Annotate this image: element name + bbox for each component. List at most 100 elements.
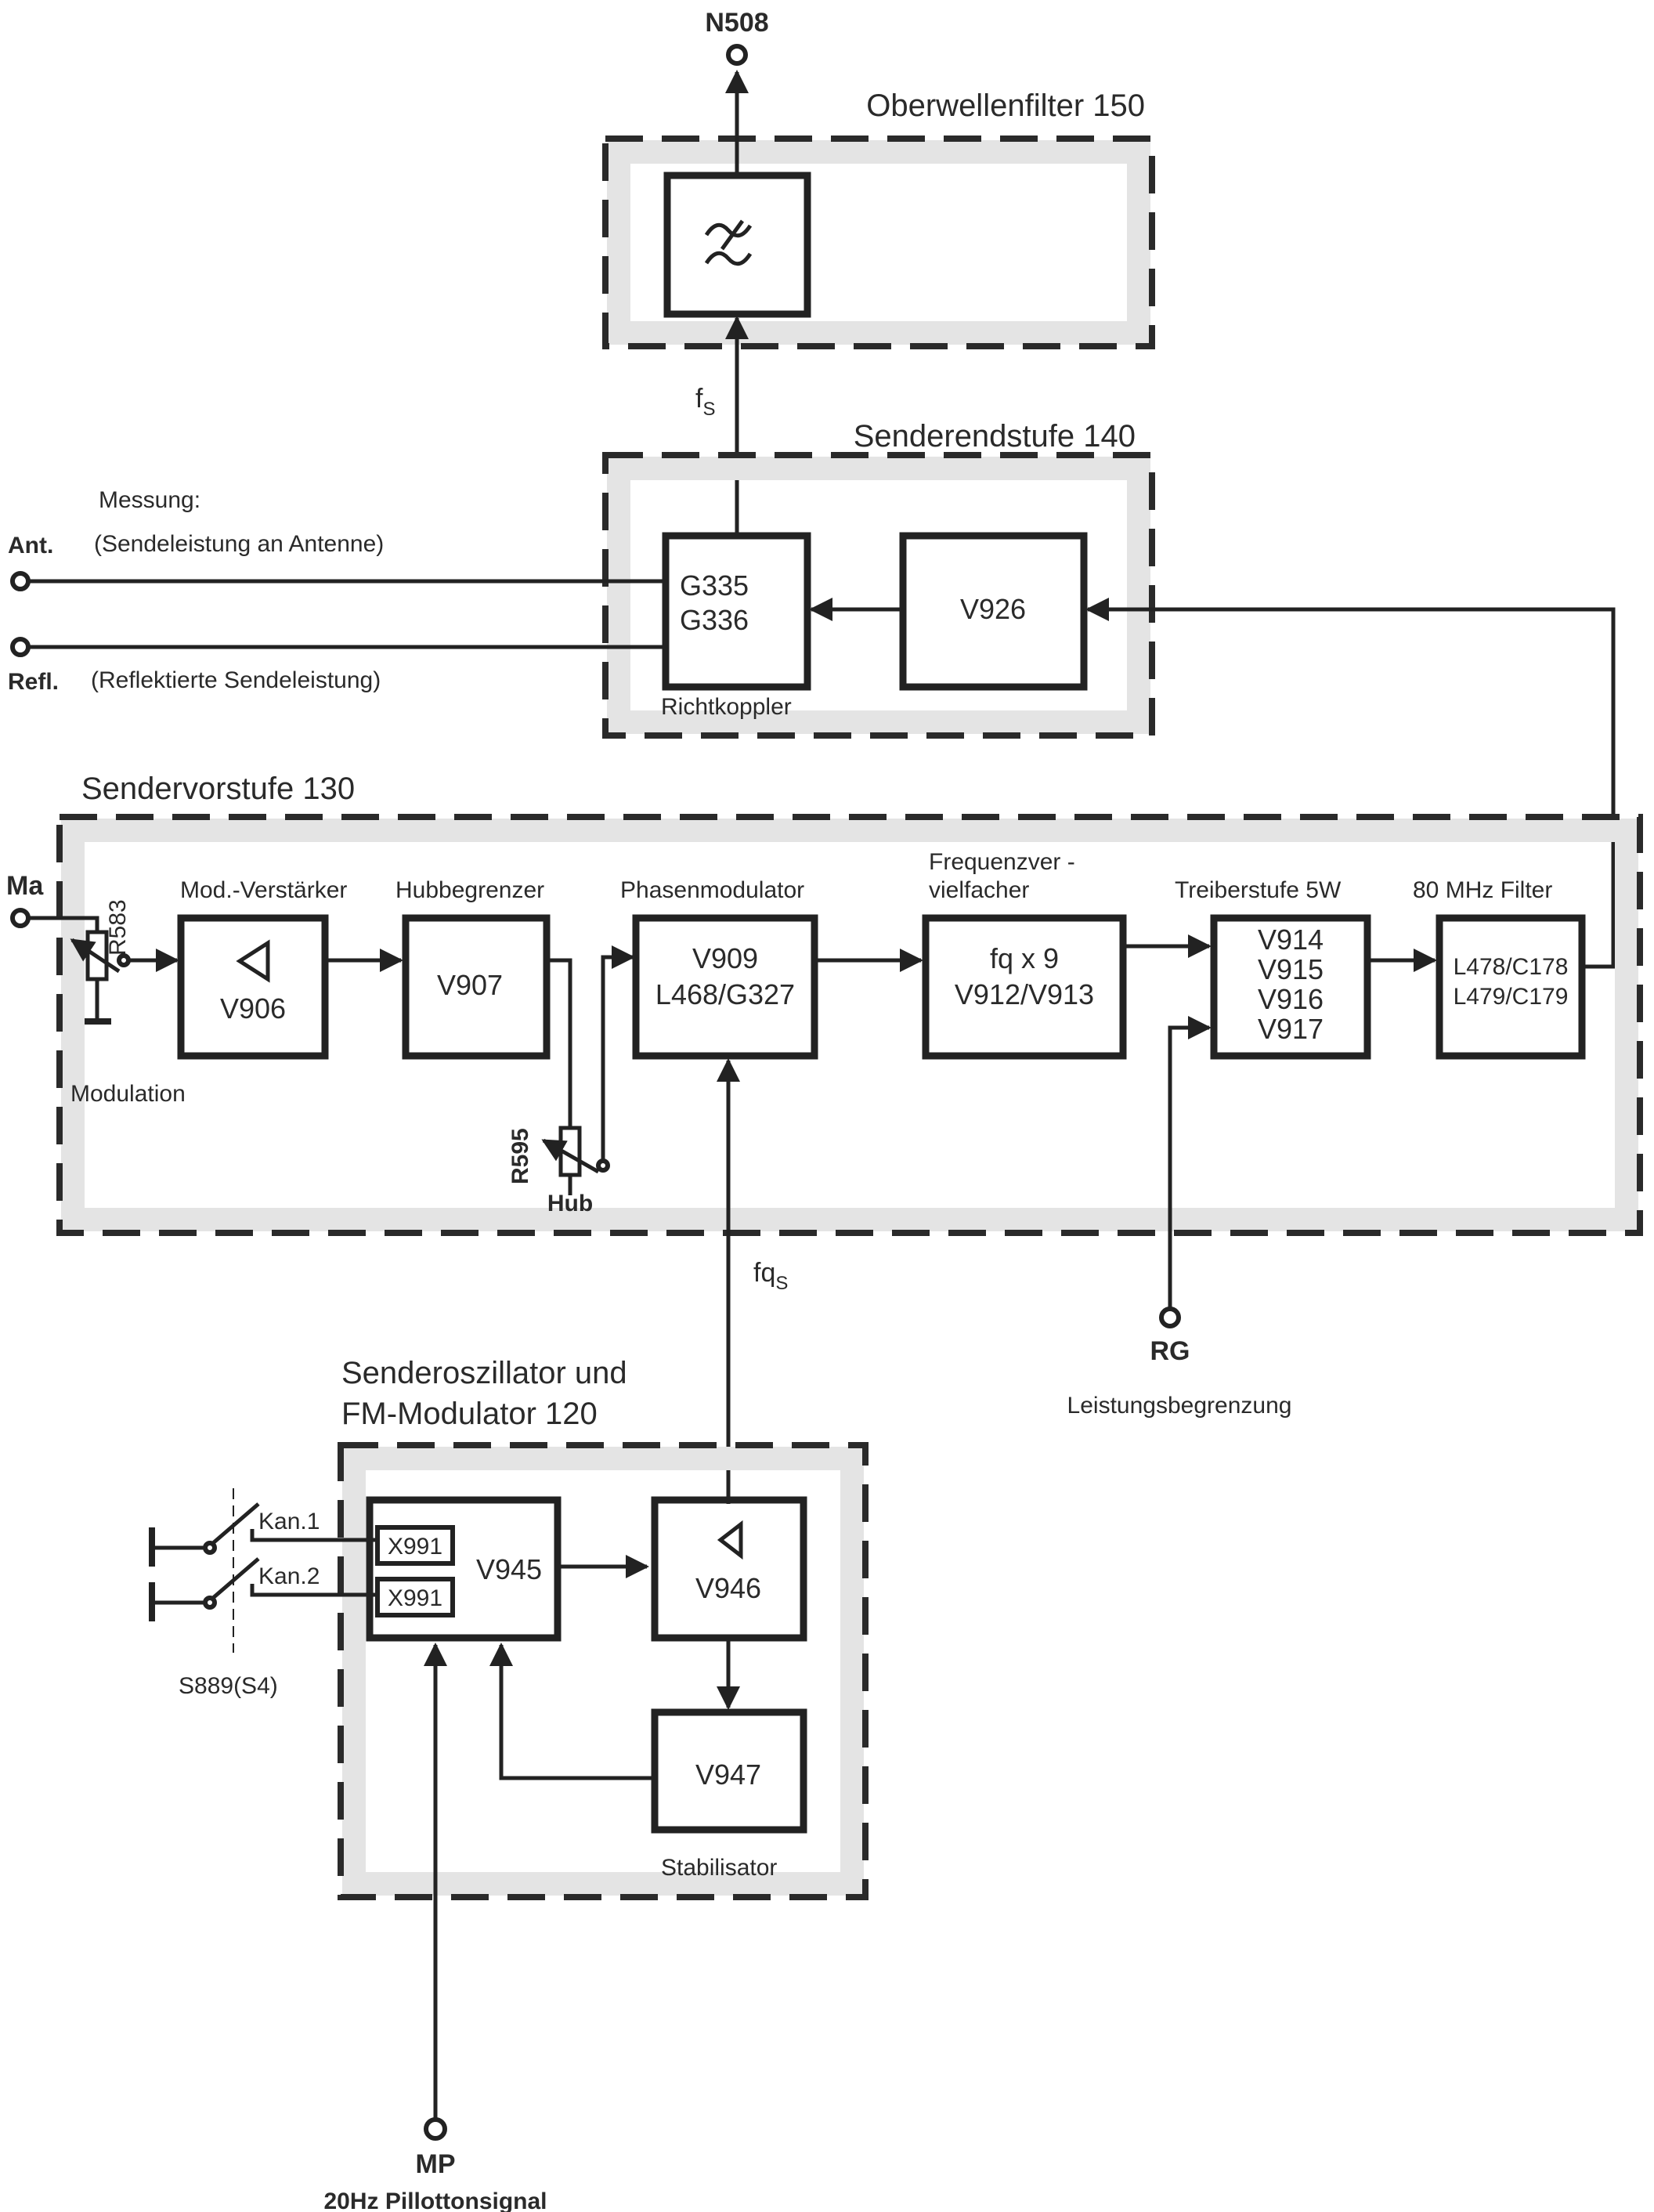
terminal-rg[interactable]: [1159, 1307, 1181, 1328]
stage-heading-hubbegrenzer: Hubbegrenzer: [395, 877, 544, 903]
switch-lever-kan1[interactable]: [211, 1502, 260, 1545]
module-title: Oberwellenfilter 150: [866, 89, 1145, 123]
wire-v907-to-r595: [547, 958, 572, 1128]
label-kan2: Kan.2: [258, 1563, 320, 1589]
module-shading: [342, 1447, 864, 1896]
r583-wiper-node: [117, 953, 131, 967]
wire-r595-to-v909: [601, 945, 635, 1161]
terminal-n508[interactable]: [726, 44, 748, 66]
stage-heading-treiberstufe: Treiberstufe 5W: [1175, 877, 1342, 903]
lowpass-filter-block: [663, 172, 811, 318]
label-r583: R583: [105, 899, 131, 956]
label-hub: Hub: [547, 1191, 593, 1216]
stage-heading-frequenzvervielfacher-2: vielfacher: [929, 877, 1029, 903]
v946-label: V946: [695, 1572, 761, 1604]
terminal-ant[interactable]: [10, 571, 31, 591]
module-title-line-2: FM-Modulator 120: [341, 1397, 598, 1431]
crystal-x991-1-label: X991: [388, 1534, 442, 1560]
terminal-ma[interactable]: [10, 908, 31, 928]
label-n508: N508: [705, 8, 768, 38]
amplifier-icon: [717, 1520, 743, 1560]
v946-block: [651, 1496, 807, 1642]
v947-caption: Stabilisator: [661, 1855, 777, 1881]
module-border: [338, 1442, 869, 1900]
label-messung: Messung:: [99, 487, 200, 513]
module-oberwellenfilter: Oberwellenfilter 150: [602, 89, 1155, 349]
module-border: [602, 136, 1155, 349]
crystal-x991-2: [375, 1577, 455, 1617]
filter80-label-1: L478/C178: [1454, 954, 1569, 980]
module-title-line-1: Senderoszillator und: [341, 1356, 627, 1390]
v945-block: [366, 1496, 562, 1642]
coupler-label-2: G336: [680, 604, 749, 636]
label-s889: S889(S4): [179, 1673, 278, 1699]
v907-block: [402, 914, 551, 1060]
label-kan1: Kan.1: [258, 1509, 320, 1534]
label-refl: Refl.: [8, 669, 59, 695]
crystal-x991-1: [375, 1525, 455, 1566]
channel-switch-s889[interactable]: Kan.1 Kan.2 S889(S4): [149, 1488, 377, 1699]
wire-ma: [28, 916, 99, 932]
v906-block: [177, 914, 329, 1060]
terminal-mp[interactable]: [424, 2117, 447, 2141]
stage-heading-80mhz-filter: 80 MHz Filter: [1413, 877, 1552, 903]
wire-rg-to-v914: [1168, 1016, 1212, 1310]
label-modulation: Modulation: [70, 1081, 186, 1107]
switch-contact-kan1: [203, 1541, 217, 1555]
module-shading: [61, 819, 1638, 1231]
coupler-caption: Richtkoppler: [661, 694, 792, 720]
label-refl-desc: (Reflektierte Sendeleistung): [91, 667, 381, 693]
filter80-label-2: L479/C179: [1454, 984, 1569, 1010]
stage-heading-mod-verstaerker: Mod.-Verstärker: [180, 877, 347, 903]
v912-block: [922, 914, 1127, 1060]
coupler-label-1: G335: [680, 569, 749, 602]
crystal-x991-2-label: X991: [388, 1585, 442, 1611]
wiper-arrow-icon: [70, 938, 121, 974]
label-rg: RG: [1150, 1336, 1190, 1366]
filter80-block: [1436, 914, 1586, 1060]
wiper-arrow-icon: [541, 1138, 600, 1174]
label-pilotton: 20Hz Pillottonsignal: [323, 2189, 547, 2212]
lowpass-filter-icon: [704, 219, 753, 266]
v947-block: [651, 1708, 807, 1834]
v916-label: V916: [1258, 983, 1324, 1015]
v909-label: V909: [692, 942, 758, 974]
wire-kan1-to-x991: [250, 1529, 377, 1542]
v907-label: V907: [437, 969, 503, 1001]
wire-filter80-to-v926: [1085, 598, 1616, 969]
module-sendervorstufe: Sendervorstufe 130 Ma R583 Modulation Mo…: [6, 772, 1643, 1236]
module-border: [602, 452, 1155, 739]
module-senderoszillator: Senderoszillator und FM-Modulator 120 X9…: [338, 1356, 869, 2120]
module-shading: [607, 457, 1150, 734]
v914-block: [1210, 914, 1371, 1060]
wire-kan2-to-x991: [250, 1584, 377, 1597]
module-title: Sendervorstufe 130: [81, 772, 355, 806]
v915-label: V915: [1258, 953, 1324, 985]
label-leistungsbegrenzung: Leistungsbegrenzung: [1067, 1393, 1292, 1419]
v945-label: V945: [476, 1553, 542, 1585]
label-fs: fS: [695, 384, 715, 420]
v926-label: V926: [960, 593, 1026, 625]
module-title: Senderendstufe 140: [854, 419, 1136, 454]
label-mp: MP: [416, 2149, 456, 2179]
v906-label: V906: [220, 992, 286, 1025]
label-ant-desc: (Sendeleistung an Antenne): [94, 531, 384, 557]
v947-label: V947: [695, 1758, 761, 1791]
label-ant: Ant.: [8, 533, 53, 558]
switch-lever-kan2[interactable]: [211, 1557, 260, 1599]
r595-wiper-node: [596, 1158, 610, 1173]
stage-heading-frequenzvervielfacher-1: Frequenzver -: [929, 849, 1075, 875]
v917-label: V917: [1258, 1013, 1324, 1045]
wire-v947-to-v945: [489, 1643, 655, 1780]
module-border: [56, 814, 1643, 1236]
terminal-refl[interactable]: [10, 637, 31, 657]
label-r595: R595: [507, 1128, 533, 1184]
coupler-block: [662, 532, 811, 691]
label-ma: Ma: [6, 871, 44, 901]
v909-sub-label: L468/G327: [655, 978, 795, 1010]
amplifier-icon: [236, 939, 270, 983]
module-senderendstufe: Senderendstufe 140 G335 G336 Richtkopple…: [602, 419, 1155, 739]
label-fqs: fqS: [753, 1258, 788, 1294]
switch-contact-kan2: [203, 1596, 217, 1610]
